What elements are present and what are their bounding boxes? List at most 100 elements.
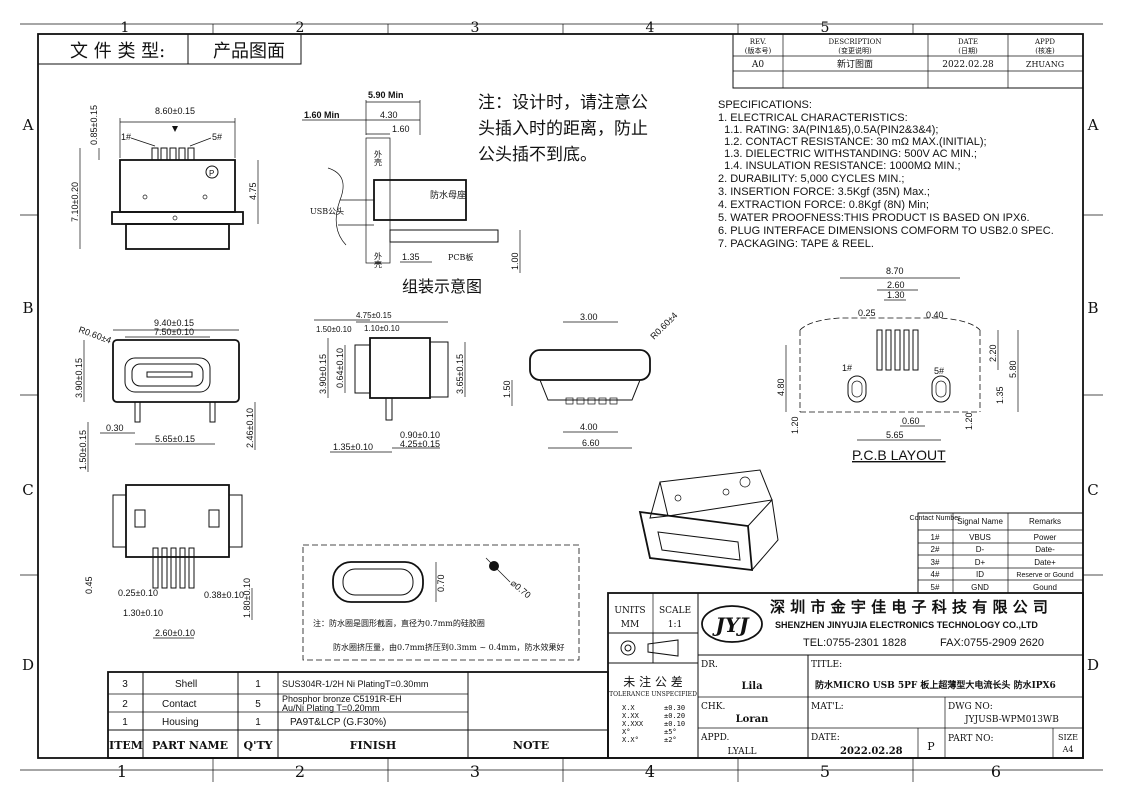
dr-label: DR.	[701, 660, 718, 670]
dim-pcb-040: 0.40	[926, 310, 944, 320]
assembly-title: 组装示意图	[402, 277, 482, 296]
dim-pcb-060: 0.60	[902, 416, 920, 426]
note-line: 头插入时的距离，防止	[478, 119, 648, 139]
rev-header-cn: (版本号)	[745, 46, 772, 55]
pin-table: Contact Number Signal Name Remarks 1# VB…	[910, 512, 1084, 594]
bom-name: Housing	[162, 717, 199, 728]
zone-right-d: D	[1087, 656, 1099, 674]
dim-rear-300: 3.00	[580, 312, 598, 322]
company-fax: FAX:0755-2909 2620	[940, 637, 1044, 649]
company-logo	[701, 605, 763, 643]
dim-side-135: 1.35±0.10	[333, 442, 373, 452]
zone-left-a: A	[22, 116, 34, 134]
bom-finish: PA9T&LCP (G.F30%)	[290, 717, 386, 728]
spec-line: 5. WATER PROOFNESS:THIS PRODUCT IS BASED…	[718, 212, 1030, 224]
pin-row-signal: GND	[971, 583, 989, 592]
dwg-value: JYJUSB-WPM013WB	[964, 715, 1059, 725]
projection-cone-icon	[647, 639, 679, 657]
zone-top-5: 5	[821, 20, 830, 36]
bom-header-finish: FINISH	[350, 739, 397, 752]
pin-col-remarks: Remarks	[1029, 517, 1061, 526]
bom-header-name: PART NAME	[152, 739, 228, 752]
chk-label: CHK.	[701, 702, 725, 712]
title-label: TITLE:	[811, 660, 842, 670]
dim-430: 4.30	[380, 110, 398, 120]
bom-name: Contact	[162, 699, 197, 710]
pin-row-signal: D+	[975, 558, 986, 567]
dim-pcb-870: 8.70	[886, 266, 904, 276]
pin-row-remark: Gound	[1033, 583, 1057, 592]
spec-line: 1.3. DIELECTRIC WITHSTANDING: 500V AC MI…	[718, 148, 977, 160]
dim-rear-660: 6.60	[582, 438, 600, 448]
zone-right-a: A	[1087, 116, 1099, 134]
tol-val: ±5°	[664, 728, 677, 736]
size-value: A4	[1062, 745, 1074, 754]
zone-left-b: B	[22, 299, 33, 317]
pin1-label: 1#	[121, 132, 131, 142]
spec-title: SPECIFICATIONS:	[718, 99, 812, 111]
zone-top-1: 1	[121, 20, 130, 36]
bom-finish: Phosphor bronze C5191R-EH	[282, 694, 402, 704]
label-usb-plug: USB公头	[310, 206, 344, 216]
dim-940: 9.40±0.15	[154, 318, 194, 328]
date-header: DATE	[958, 38, 978, 46]
dim-side-425: 4.25±0.15	[400, 439, 440, 449]
dim-160-min: 1.60 Min	[304, 110, 340, 120]
dim-475: 4.75	[248, 182, 258, 200]
front-view: 9.40±0.15 7.50±0.10 R0.60±4 3.90±0.15 0.…	[74, 318, 256, 472]
dim-246: 2.46±0.10	[245, 408, 255, 448]
dim-710: 7.10±0.20	[70, 182, 80, 222]
pin-col-signal: Signal Name	[957, 517, 1003, 526]
rear-view: 3.00 R0.60±4 1.50 4.00 6.60	[502, 310, 679, 449]
pin-row-num: 1#	[931, 533, 940, 542]
zone-labels: 1 2 3 4 5 1 2 3 4 5 6 A B C D A B C D	[22, 20, 1099, 781]
bom-header-qty: Q'TY	[244, 739, 273, 752]
pin-row-remark: Date+	[1034, 558, 1056, 567]
dwg-label: DWG NO:	[948, 702, 993, 712]
seal-dim-d070: ⌀0.70	[509, 578, 533, 600]
top-view: P 8.60±0.15 1# 5# 0.85±0.15 4.75 7.10±0.…	[70, 105, 259, 250]
bottom-view: 0.45 0.25±0.10 1.30±0.10 2.60±0.10 0.38±…	[84, 484, 253, 639]
bom-qty: 5	[255, 699, 261, 710]
specifications: SPECIFICATIONS: 1. ELECTRICAL CHARACTERI…	[718, 99, 1054, 250]
p-label: P	[927, 740, 935, 753]
dim-bottom-025: 0.25±0.10	[118, 588, 158, 598]
dim-rear-400: 4.00	[580, 422, 598, 432]
dim-pcb-260: 2.60	[887, 280, 905, 290]
appd-value: LYALL	[727, 747, 756, 757]
date-value: 2022.02.28	[942, 60, 994, 70]
bom-finish: SUS304R-1/2H Ni PlatingT=0.30mm	[282, 679, 428, 689]
bom-header-note: NOTE	[513, 739, 549, 752]
pcb-pin1: 1#	[842, 363, 852, 373]
zone-bottom-6: 6	[991, 762, 1001, 781]
side-view: 1.50±0.10 4.75±0.15 1.10±0.10 3.90±0.15 …	[314, 311, 466, 453]
assembly-diagram: 5.90 Min 1.60 Min 4.30 1.60 1.35 1.00 US…	[302, 90, 521, 296]
zone-top-4: 4	[646, 20, 655, 36]
appd-value: ZHUANG	[1026, 60, 1064, 69]
projection-circle-icon	[620, 640, 636, 656]
dim-pcb-130: 1.30	[887, 290, 905, 300]
bom-item: 2	[122, 699, 128, 710]
dim-750: 7.50±0.10	[154, 327, 194, 337]
bom-finish-2: Au/Ni Plating T=0.20mm	[282, 703, 380, 713]
title-value: 防水MICRO USB 5PF 板上超薄型大电流长头 防水IPX6	[815, 679, 1056, 691]
bom-qty: 1	[255, 717, 261, 728]
tol-val: ±2°	[664, 736, 677, 744]
seal-note-1: 注：防水圈是圆形截面，直径为0.7mm的硅胶圈	[313, 618, 485, 628]
dim-pcb-025: 0.25	[858, 308, 876, 318]
dim-pcb-580: 5.80	[1008, 360, 1018, 378]
revision-block: REV. (版本号) DESCRIPTION (变更说明) DATE (日期) …	[732, 33, 1084, 89]
desc-header-cn: (变更说明)	[838, 46, 872, 55]
chk-value: Loran	[736, 714, 769, 725]
design-note: 注：设计时，请注意公 头插入时的距离，防止 公头插不到底。	[478, 93, 648, 165]
company-tel: TEL:0755-2301 1828	[803, 637, 906, 649]
tol-title: 未 注 公 差	[623, 674, 682, 689]
company-en: SHENZHEN JINYUJIA ELECTRONICS TECHNOLOGY…	[775, 620, 1038, 630]
bom-item: 3	[122, 679, 128, 690]
spec-line: 6. PLUG INTERFACE DIMENSIONS COMFORM TO …	[718, 225, 1054, 237]
spec-line: 3. INSERTION FORCE: 3.5Kgf (35N) Max.;	[718, 186, 930, 198]
bom-name: Shell	[175, 679, 197, 690]
dim-pcb-135: 1.35	[995, 386, 1005, 404]
zone-bottom-2: 2	[295, 762, 305, 781]
